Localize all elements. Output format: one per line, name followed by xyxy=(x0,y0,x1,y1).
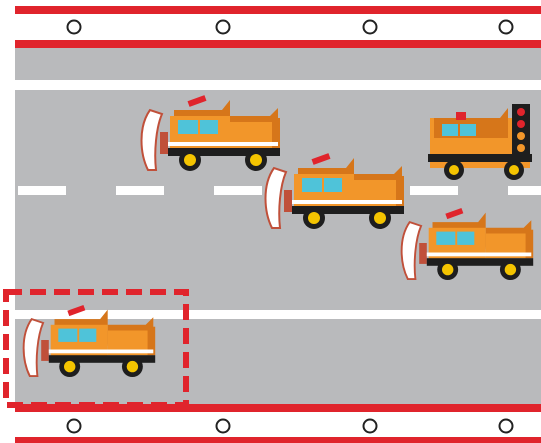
post-marker-icon xyxy=(215,19,231,35)
top-guardrail xyxy=(15,6,541,48)
bottom-post-markers xyxy=(66,418,514,434)
bottom-guardrail xyxy=(15,404,541,443)
post-marker-icon xyxy=(498,418,514,434)
post-marker-icon xyxy=(215,418,231,434)
post-marker-icon xyxy=(498,19,514,35)
post-marker-icon xyxy=(66,19,82,35)
post-marker-icon xyxy=(362,19,378,35)
post-marker-icon xyxy=(362,418,378,434)
top-post-markers xyxy=(66,19,514,35)
post-marker-icon xyxy=(66,418,82,434)
dashed-highlight-box xyxy=(3,289,189,408)
snowplow-truck-rear-icon xyxy=(428,104,532,180)
